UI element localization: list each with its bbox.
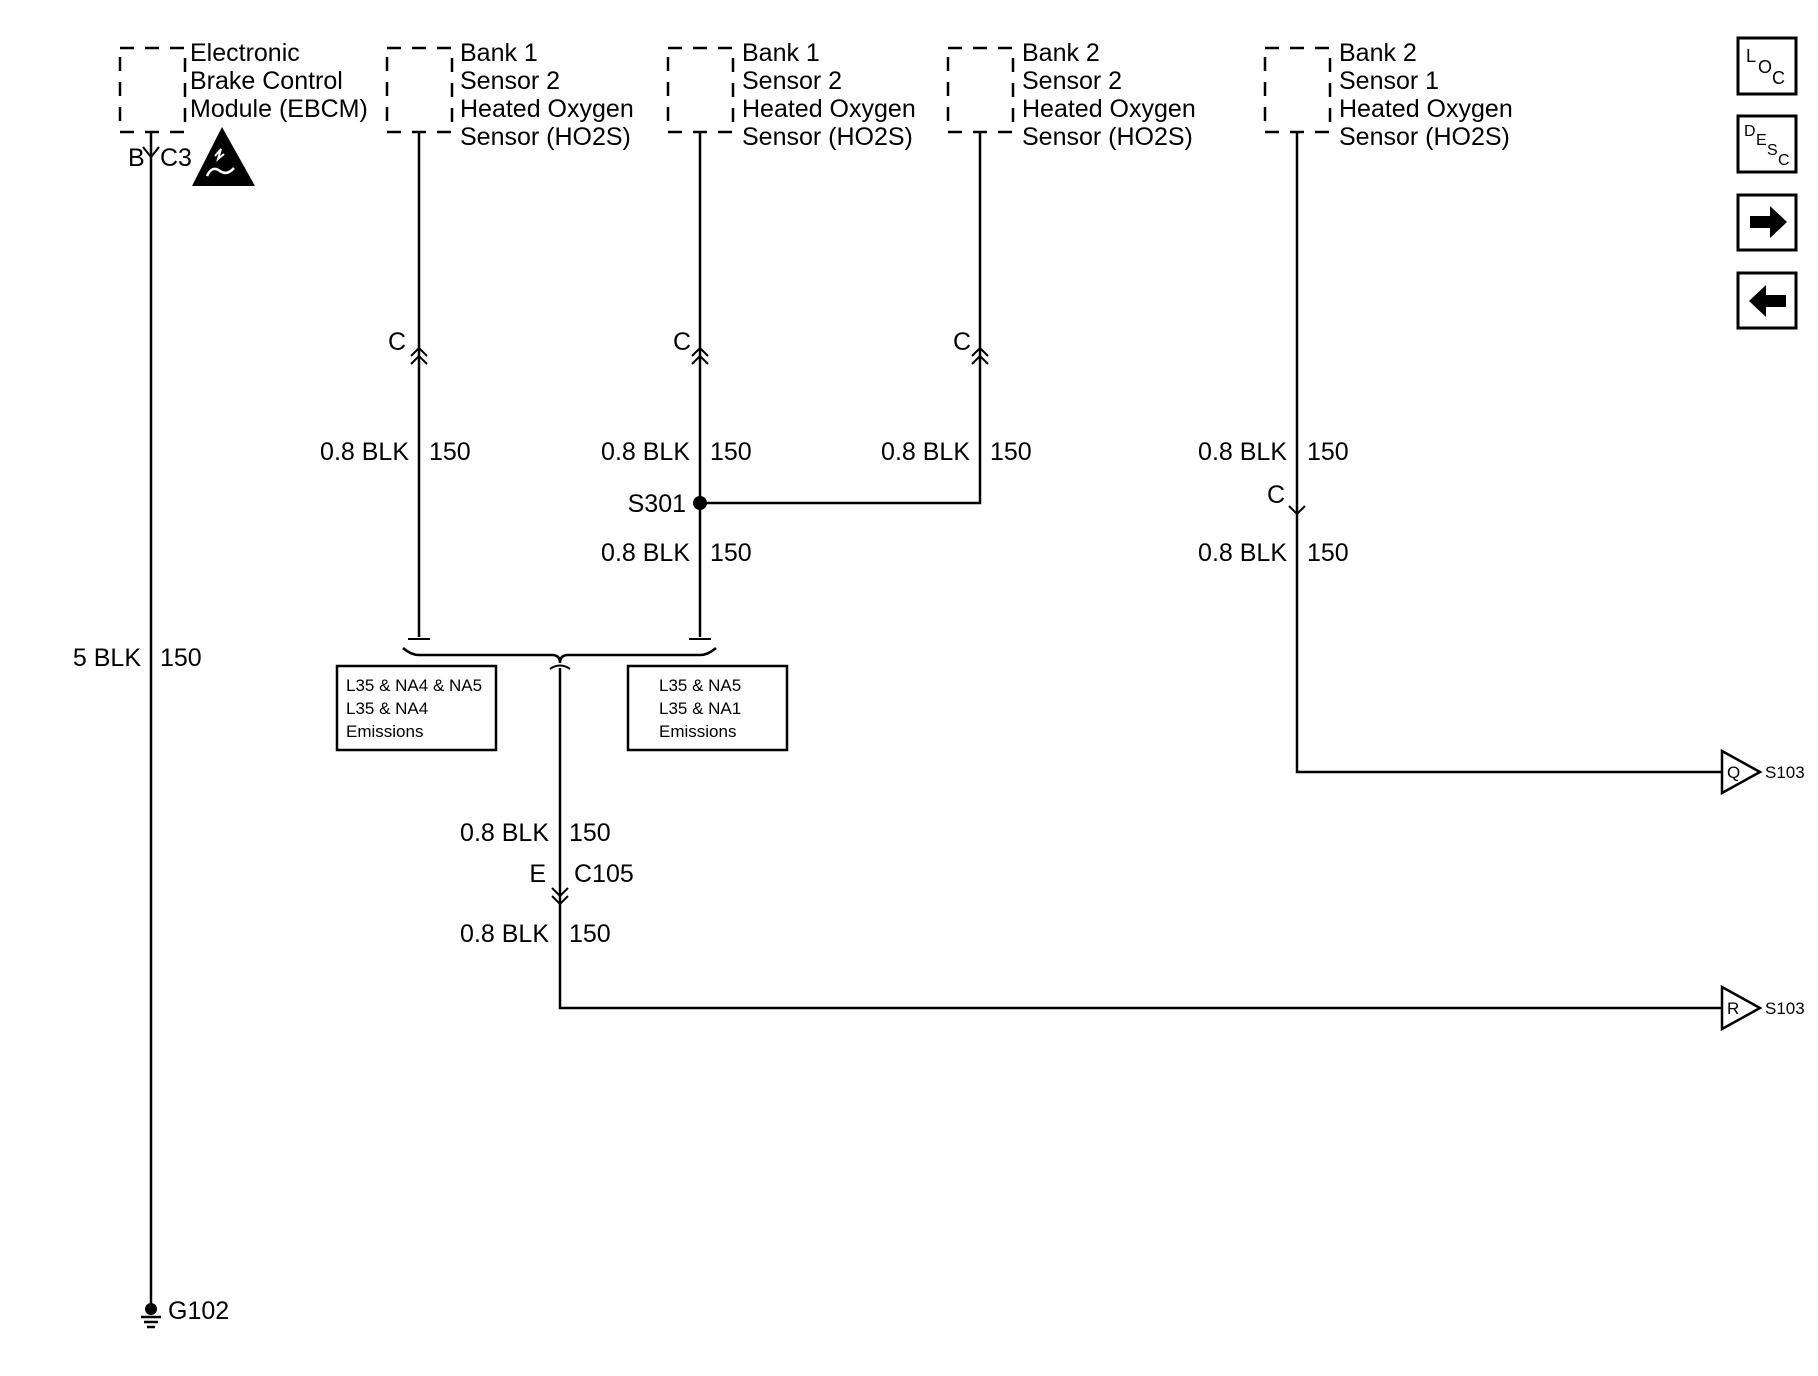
- option-left-line-2: L35 & NA4: [346, 699, 428, 718]
- wire-bank1-sensor2-a: C 0.8 BLK 150: [320, 132, 471, 640]
- bank2-sensor1-label-line-3: Heated Oxygen: [1339, 95, 1513, 123]
- ground-label: G102: [168, 1297, 229, 1325]
- wire-bank2-sensor1-upper-gauge-color: 0.8 BLK: [1198, 438, 1287, 466]
- loc-letter-3: C: [1772, 68, 1785, 88]
- option-box-right: L35 & NA5 L35 & NA1 Emissions: [626, 664, 789, 752]
- bank1-sensor2-a-label-line-1: Bank 1: [460, 39, 538, 67]
- bank2-sensor2-box: [946, 46, 1015, 134]
- wire-common-lower-circuit: 150: [569, 920, 611, 948]
- wire-common-lower-gauge-color: 0.8 BLK: [460, 920, 549, 948]
- wire-ebcm-ground-gauge-color: 5 BLK: [73, 644, 141, 672]
- wire-bank2-sensor1-lower-circuit: 150: [1307, 539, 1349, 567]
- bank2-sensor1-label-line-4: Sensor (HO2S): [1339, 123, 1510, 151]
- loc-letter-1: L: [1746, 46, 1756, 66]
- ebcm-label-line-3: Module (EBCM): [190, 95, 368, 123]
- next-page-button[interactable]: [1736, 193, 1798, 252]
- bank2-sensor1-label-line-1: Bank 2: [1339, 39, 1417, 67]
- option-left-line-3: Emissions: [346, 722, 423, 741]
- bank1-sensor2-b-box: [666, 46, 735, 134]
- desc-letter-2: E: [1756, 132, 1767, 149]
- ebcm-label-line-2: Brake Control: [190, 67, 343, 95]
- bank2-sensor1-component: Bank 2 Sensor 1 Heated Oxygen Sensor (HO…: [1263, 39, 1513, 151]
- wire-bank1-sensor2-b: C 0.8 BLK 150 0.8 BLK 150: [601, 132, 752, 640]
- bank2-sensor1-label-line-2: Sensor 1: [1339, 67, 1439, 95]
- reference-arrow-icon: [1720, 984, 1763, 1032]
- loc-letter-2: O: [1758, 57, 1772, 77]
- wire-bank1-sensor2-b-lower-gauge-color: 0.8 BLK: [601, 539, 690, 567]
- reference-r-s103[interactable]: R S103: [1720, 984, 1805, 1032]
- wire-ebcm-ground: 5 BLK 150: [73, 132, 202, 1305]
- wire-bank1-sensor2-a-gauge-color: 0.8 BLK: [320, 438, 409, 466]
- wire-common-upper-gauge-color: 0.8 BLK: [460, 819, 549, 847]
- bank1-sensor2-b-component: Bank 1 Sensor 2 Heated Oxygen Sensor (HO…: [666, 39, 916, 151]
- bank1-sensor2-b-label-line-4: Sensor (HO2S): [742, 123, 913, 151]
- ebcm-pin-label: B: [128, 144, 145, 172]
- bank1-sensor2-b-label-line-3: Heated Oxygen: [742, 95, 916, 123]
- bank2-sensor2-component: Bank 2 Sensor 2 Heated Oxygen Sensor (HO…: [946, 39, 1196, 151]
- connector-c105-label: C105: [574, 860, 634, 888]
- ebcm-label-line-1: Electronic: [190, 39, 300, 67]
- bank1-sensor2-a-label-line-3: Heated Oxygen: [460, 95, 634, 123]
- bank1-sensor2-a-box: [385, 46, 454, 134]
- wire-bank2-sensor2-gauge-color: 0.8 BLK: [881, 438, 970, 466]
- option-right-line-3: Emissions: [659, 722, 736, 741]
- reference-q-s103[interactable]: Q S103: [1720, 748, 1805, 796]
- wire-bank2-sensor2: C 0.8 BLK 150: [700, 132, 1032, 505]
- bank1-sensor2-a-component: Bank 1 Sensor 2 Heated Oxygen Sensor (HO…: [385, 39, 634, 151]
- bank1-sensor2-b-label-line-2: Sensor 2: [742, 67, 842, 95]
- wire-common: 0.8 BLK 150 E C105 0.8 BLK 150: [460, 664, 1722, 1010]
- connector-c-pin-label: C: [673, 328, 691, 356]
- bank2-sensor2-label-line-2: Sensor 2: [1022, 67, 1122, 95]
- connector-c-pin-label: C: [1267, 481, 1285, 509]
- ebcm-box: [118, 46, 187, 134]
- wire-common-upper-circuit: 150: [569, 819, 611, 847]
- wire-ebcm-ground-circuit: 150: [160, 644, 202, 672]
- bank2-sensor2-label-line-1: Bank 2: [1022, 39, 1100, 67]
- wire-bank1-sensor2-b-lower-circuit: 150: [710, 539, 752, 567]
- bank1-sensor2-a-label-line-4: Sensor (HO2S): [460, 123, 631, 151]
- reference-q-target: S103: [1765, 763, 1805, 782]
- desc-button[interactable]: D E S C: [1736, 114, 1798, 174]
- reference-r-letter: R: [1727, 999, 1739, 1018]
- wire-bank1-sensor2-b-upper-gauge-color: 0.8 BLK: [601, 438, 690, 466]
- option-right-line-1: L35 & NA5: [659, 676, 741, 695]
- esd-warning-icon: [192, 127, 255, 186]
- reference-q-letter: Q: [1727, 763, 1740, 782]
- wire-bank1-sensor2-b-upper-circuit: 150: [710, 438, 752, 466]
- desc-letter-1: D: [1744, 123, 1756, 140]
- bank1-sensor2-b-label-line-1: Bank 1: [742, 39, 820, 67]
- connector-c-pin-label: C: [953, 328, 971, 356]
- option-left-line-1: L35 & NA4 & NA5: [346, 676, 482, 695]
- ground-icon: [145, 1303, 157, 1315]
- connector-c-pin-label: C: [388, 328, 406, 356]
- wire-bank2-sensor2-circuit: 150: [990, 438, 1032, 466]
- loc-button[interactable]: L O C: [1736, 36, 1798, 96]
- desc-letter-4: C: [1778, 152, 1790, 169]
- bank2-sensor2-label-line-4: Sensor (HO2S): [1022, 123, 1193, 151]
- desc-letter-3: S: [1767, 142, 1778, 159]
- previous-page-button[interactable]: [1736, 271, 1798, 330]
- splice-s301: S301: [628, 490, 707, 518]
- arrow-left-icon: [1749, 285, 1786, 317]
- wire-bank2-sensor1-lower-gauge-color: 0.8 BLK: [1198, 539, 1287, 567]
- option-right-line-2: L35 & NA1: [659, 699, 741, 718]
- wire-bank1-sensor2-a-circuit: 150: [429, 438, 471, 466]
- wire-bank2-sensor1-upper-circuit: 150: [1307, 438, 1349, 466]
- wire-bank2-sensor1: C 0.8 BLK 150 0.8 BLK 150: [1198, 132, 1722, 774]
- ebcm-connector-label: C3: [160, 144, 192, 172]
- reference-arrow-icon: [1720, 748, 1763, 796]
- ground-g102: G102: [141, 1297, 229, 1329]
- option-bracket: [402, 647, 717, 664]
- bank2-sensor2-label-line-3: Heated Oxygen: [1022, 95, 1196, 123]
- bank2-sensor1-box: [1263, 46, 1332, 134]
- reference-r-target: S103: [1765, 999, 1805, 1018]
- connector-c105-pin-label: E: [529, 860, 546, 888]
- arrow-right-icon: [1750, 206, 1787, 238]
- splice-label: S301: [628, 490, 686, 518]
- ebcm-component: Electronic Brake Control Module (EBCM) B…: [118, 39, 368, 172]
- bank1-sensor2-a-label-line-2: Sensor 2: [460, 67, 560, 95]
- option-box-left: L35 & NA4 & NA5 L35 & NA4 Emissions: [335, 664, 498, 752]
